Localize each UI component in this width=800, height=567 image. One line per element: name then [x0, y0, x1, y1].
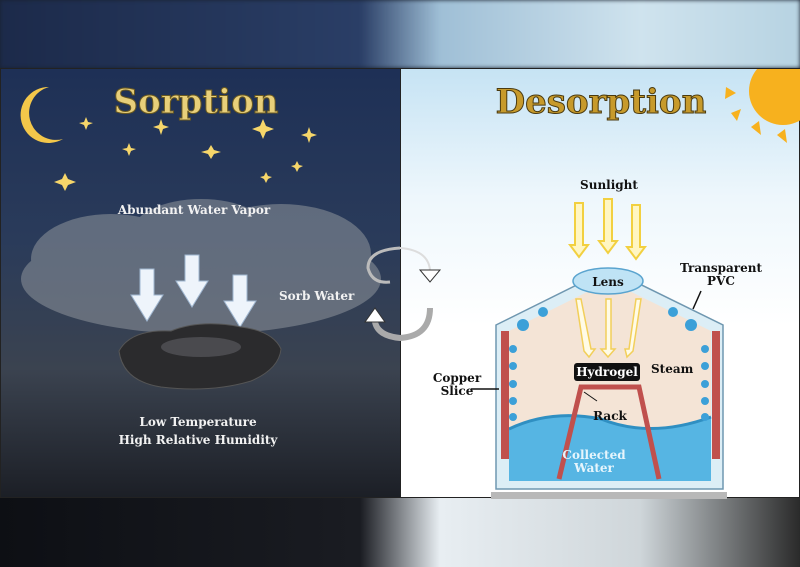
sunlight-label: Sunlight	[580, 178, 638, 192]
sorption-panel: Sorption Abundant Water Vapor Sorb Water…	[0, 68, 401, 498]
copper-label-line1: Copper	[433, 371, 482, 385]
condition-line2: High Relative Humidity	[119, 433, 279, 447]
sorption-title: Sorption	[114, 82, 279, 122]
sorb-water-label: Sorb Water	[279, 289, 355, 303]
hydrogel-sample-image	[118, 323, 282, 390]
blurred-background-bottom	[0, 498, 800, 567]
copper-slice-right	[712, 331, 720, 459]
blurred-background-top	[0, 0, 800, 68]
rack-label: Rack	[593, 409, 627, 423]
focused-light-arrows-icon	[575, 298, 642, 359]
pvc-pointer-arrow	[692, 290, 702, 310]
lens-label: Lens	[592, 275, 624, 289]
lens	[572, 267, 644, 295]
pvc-label-line1: Transparent	[680, 261, 762, 275]
desorption-panel: Desorption Sunlight Lens Transparent PVC…	[400, 68, 800, 499]
copper-slice-left	[501, 331, 509, 459]
hydrogel-block	[574, 363, 640, 381]
stars-icon	[54, 117, 317, 191]
cloud-icon	[21, 199, 381, 334]
sunlight-arrows-icon	[568, 198, 647, 261]
condition-line1: Low Temperature	[139, 415, 257, 429]
moon-icon	[20, 86, 63, 143]
rack	[556, 384, 662, 480]
sun-icon	[725, 69, 800, 143]
desorption-title: Desorption	[496, 82, 707, 122]
copper-label-line2: Slice	[441, 384, 474, 398]
vapor-label: Abundant Water Vapor	[117, 203, 271, 217]
rack-pointer-arrow	[583, 391, 598, 402]
water-label-line1: Collected	[562, 448, 626, 462]
down-arrows-icon	[130, 254, 257, 328]
water-label-line2: Water	[573, 461, 614, 475]
water-droplets-icon	[509, 307, 709, 421]
hydrogel-label: Hydrogel	[576, 365, 638, 379]
steam-label: Steam	[651, 362, 694, 376]
pvc-label-line2: PVC	[707, 274, 735, 288]
